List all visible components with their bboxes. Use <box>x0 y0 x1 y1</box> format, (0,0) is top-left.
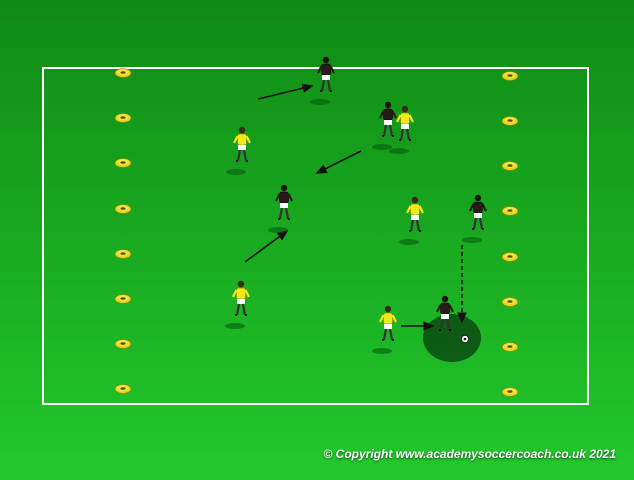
cone-left-2 <box>114 113 132 123</box>
cone-left-5 <box>114 249 132 259</box>
pitch-boundary <box>42 67 589 405</box>
cone-right-1 <box>501 71 519 81</box>
movement-arrow-2 <box>315 150 362 174</box>
press-zone <box>423 314 481 362</box>
movement-arrow-1 <box>257 83 314 100</box>
copyright-text: © Copyright www.academysoccercoach.co.uk… <box>323 447 616 461</box>
cone-right-2 <box>501 116 519 126</box>
cone-right-5 <box>501 252 519 262</box>
cone-right-7 <box>501 342 519 352</box>
cone-right-4 <box>501 206 519 216</box>
cone-left-8 <box>114 384 132 394</box>
cone-left-6 <box>114 294 132 304</box>
cone-right-6 <box>501 297 519 307</box>
cone-left-1 <box>114 68 132 78</box>
cone-left-4 <box>114 204 132 214</box>
soccer-ball <box>461 335 469 343</box>
cone-left-3 <box>114 158 132 168</box>
movement-arrow-3 <box>244 230 289 263</box>
cone-right-8 <box>501 387 519 397</box>
cone-right-3 <box>501 161 519 171</box>
cone-left-7 <box>114 339 132 349</box>
